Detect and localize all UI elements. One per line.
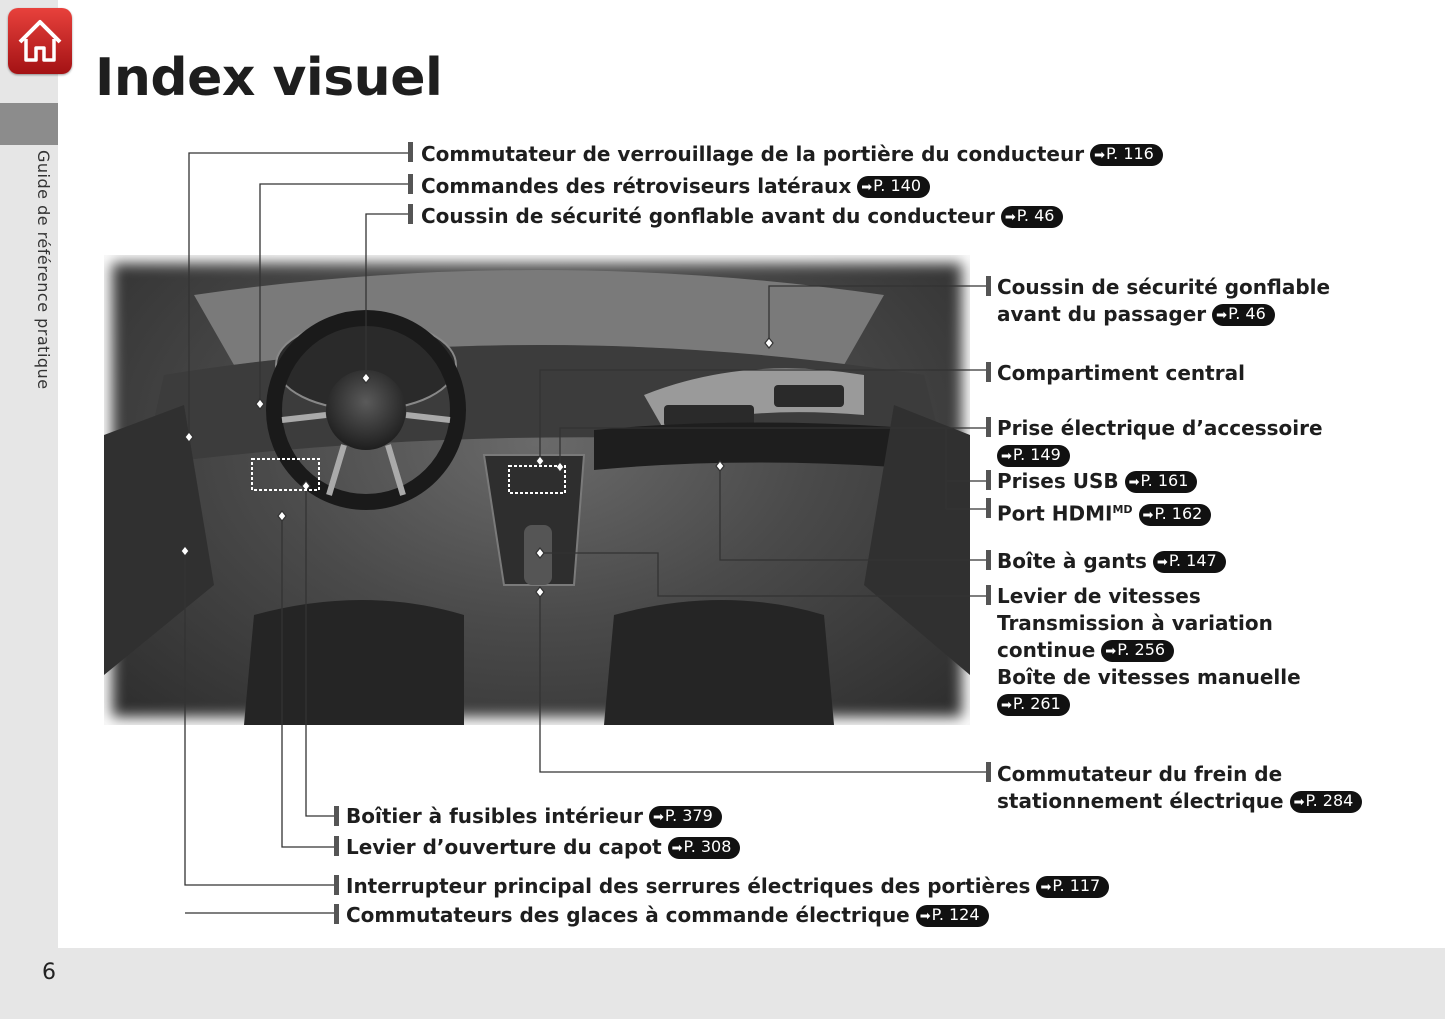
page-ref-link[interactable]: ➡P. 284: [1289, 791, 1363, 813]
sidebar: [0, 0, 58, 1019]
page-ref-link[interactable]: ➡P. 379: [649, 806, 722, 828]
arrow-icon: ➡: [1001, 698, 1012, 713]
page-ref-link[interactable]: ➡P. 46: [1000, 206, 1064, 228]
label-usb-ports: Prises USB➡P. 161: [997, 468, 1198, 495]
label-mirror-controls: Commandes des rétroviseurs latéraux➡P. 1…: [421, 173, 931, 200]
arrow-icon: ➡: [1094, 148, 1105, 163]
page-ref-link[interactable]: ➡P. 140: [857, 176, 931, 198]
arrow-icon: ➡: [1216, 308, 1228, 323]
page-title: Index visuel: [95, 48, 443, 108]
arrow-icon: ➡: [1105, 644, 1117, 659]
arrow-icon: ➡: [671, 841, 683, 856]
label-driver-airbag: Coussin de sécurité gonflable avant du c…: [421, 203, 1064, 230]
page-ref-link[interactable]: ➡P. 261: [997, 694, 1070, 716]
page-ref-link[interactable]: ➡P. 124: [915, 905, 989, 927]
page-ref-link[interactable]: ➡P. 161: [1124, 471, 1198, 493]
home-icon: [18, 20, 62, 62]
home-button[interactable]: [8, 8, 72, 74]
label-glove-box: Boîte à gants➡P. 147: [997, 548, 1226, 575]
page-ref-link[interactable]: ➡P. 46: [1212, 304, 1275, 326]
page-ref-link[interactable]: ➡P. 162: [1138, 503, 1212, 526]
label-hood-release: Levier d’ouverture du capot➡P. 308: [346, 834, 741, 861]
sidebar-section-label[interactable]: Guide de référence pratique: [34, 150, 53, 390]
footer-band: [0, 948, 1445, 1019]
arrow-icon: ➡: [653, 810, 664, 825]
arrow-icon: ➡: [1156, 555, 1168, 570]
page-ref-link[interactable]: ➡P. 116: [1090, 144, 1163, 166]
label-master-door-lock: Interrupteur principal des serrures élec…: [346, 873, 1110, 900]
label-fuse-box: Boîtier à fusibles intérieur➡P. 379: [346, 803, 722, 830]
label-power-windows: Commutateurs des glaces à commande élect…: [346, 902, 989, 929]
arrow-icon: ➡: [1128, 475, 1140, 490]
sidebar-tab-marker: [0, 103, 58, 145]
arrow-icon: ➡: [1004, 210, 1016, 225]
arrow-icon: ➡: [919, 909, 931, 924]
label-accessory-socket: Prise électrique d’accessoire ➡P. 149: [997, 415, 1323, 469]
arrow-icon: ➡: [1001, 449, 1012, 464]
label-parking-brake: Commutateur du frein de stationnement él…: [997, 761, 1363, 815]
label-shift-lever: Levier de vitesses Transmission à variat…: [997, 583, 1301, 718]
page-ref-link[interactable]: ➡P. 149: [997, 445, 1070, 467]
arrow-icon: ➡: [861, 180, 873, 195]
arrow-icon: ➡: [1142, 507, 1154, 523]
label-hdmi-port: Port HDMIMD➡P. 162: [997, 496, 1212, 528]
page-ref-link[interactable]: ➡P. 147: [1152, 551, 1226, 573]
arrow-icon: ➡: [1293, 795, 1305, 810]
page-ref-link[interactable]: ➡P. 308: [667, 837, 741, 859]
label-center-compartment: Compartiment central: [997, 361, 1245, 385]
page-ref-link[interactable]: ➡P. 117: [1036, 876, 1110, 898]
label-driver-door-lock: Commutateur de verrouillage de la portiè…: [421, 141, 1163, 168]
page-number: 6: [42, 960, 56, 985]
arrow-icon: ➡: [1040, 880, 1052, 895]
page-ref-link[interactable]: ➡P. 256: [1101, 640, 1175, 662]
label-passenger-airbag: Coussin de sécurité gonflable avant du p…: [997, 275, 1331, 326]
